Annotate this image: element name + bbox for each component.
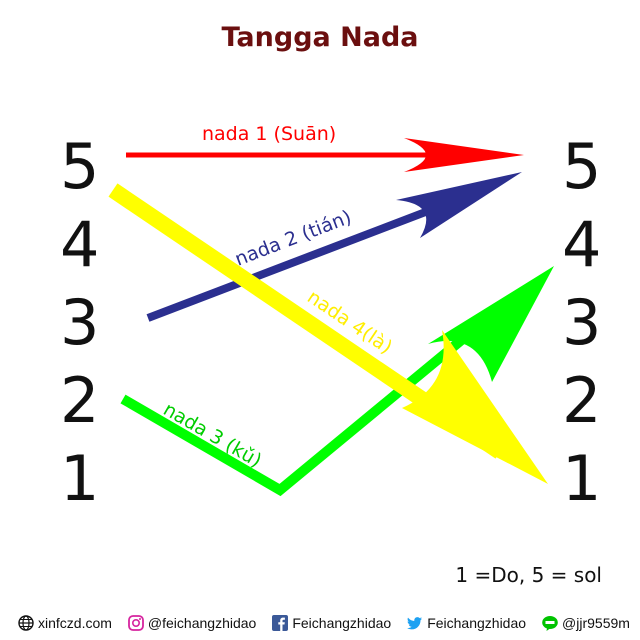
footer-line[interactable]: @jjr9559m (542, 615, 630, 631)
right-scale-4: 4 (562, 208, 601, 281)
globe-icon (18, 615, 34, 631)
label-nada-1: nada 1 (Suān) (202, 123, 336, 145)
footer-facebook-text: Feichangzhidao (292, 615, 392, 631)
footer-website-text: xinfczd.com (38, 615, 112, 631)
left-scale-1: 1 (60, 442, 99, 515)
arrow-nada-1 (126, 138, 524, 172)
footer-line-text: @jjr9559m (562, 615, 630, 631)
footer-twitter[interactable]: Feichangzhidao (407, 615, 526, 631)
left-scale-2: 2 (60, 364, 99, 437)
page-title: Tangga Nada (221, 22, 419, 53)
note: 1 =Do, 5 = sol (455, 563, 602, 587)
right-scale-2: 2 (562, 364, 601, 437)
right-scale-1: 1 (562, 442, 601, 515)
twitter-bird-icon (407, 617, 423, 630)
right-scale-3: 3 (562, 286, 601, 359)
instagram-icon (128, 615, 144, 631)
arrow-nada-4 (108, 183, 548, 484)
label-nada-3: nada 3 (kǔ) (160, 398, 266, 472)
left-scale-4: 4 (60, 208, 99, 281)
facebook-icon (272, 615, 289, 631)
right-scale-5: 5 (562, 130, 601, 203)
arrow-nada-3 (120, 266, 554, 497)
footer-facebook[interactable]: Feichangzhidao (272, 615, 391, 631)
footer-website[interactable]: xinfczd.com (18, 615, 112, 631)
footer: xinfczd.com @feichangzhidao Feichangzhid… (0, 610, 640, 636)
tangga-nada-diagram: 5 4 3 2 1 5 4 3 2 1 nada 1 (Suān) nada 2… (60, 123, 601, 515)
arrow-nada-2 (146, 172, 522, 322)
line-icon (542, 616, 558, 631)
footer-instagram[interactable]: @feichangzhidao (128, 615, 256, 631)
left-scale-5: 5 (60, 130, 99, 203)
footer-instagram-text: @feichangzhidao (147, 615, 257, 631)
footer-twitter-text: Feichangzhidao (427, 615, 527, 631)
left-scale-3: 3 (60, 286, 99, 359)
